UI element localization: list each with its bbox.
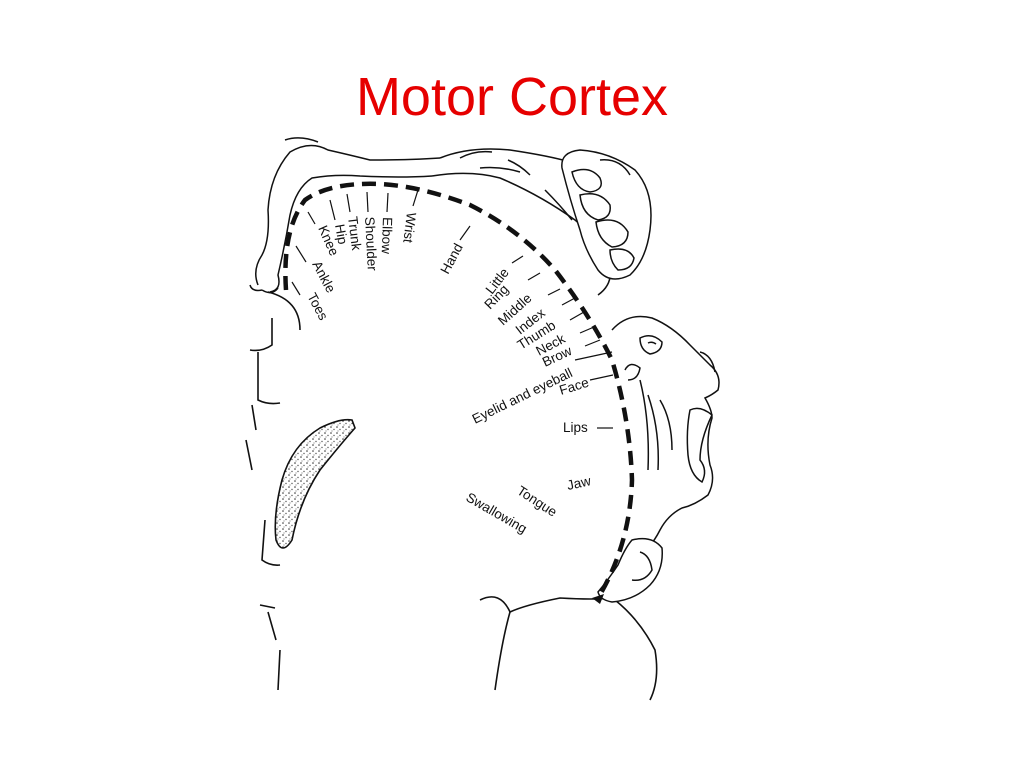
label-wrist: Wrist xyxy=(400,212,419,244)
brain-outline xyxy=(245,291,658,701)
label-tongue: Tongue xyxy=(514,483,559,520)
stippled-nucleus xyxy=(274,418,356,549)
strip-arrow xyxy=(592,594,604,604)
label-jaw: Jaw xyxy=(566,473,593,493)
label-hip: Hip xyxy=(332,223,350,246)
slide-title: Motor Cortex xyxy=(355,67,669,127)
label-eyelid: Eyelid and eyeball xyxy=(470,365,575,427)
homunculus-hand xyxy=(561,149,652,280)
label-lips: Lips xyxy=(563,420,588,435)
label-elbow: Elbow xyxy=(379,217,395,255)
leader-lines xyxy=(291,189,614,429)
homunculus-leg xyxy=(249,137,441,294)
homunculus-face xyxy=(611,315,720,549)
homunculus-tongue xyxy=(597,537,663,603)
label-hand: Hand xyxy=(437,241,465,277)
label-toes: Toes xyxy=(304,290,331,322)
label-shoulder: Shoulder xyxy=(362,216,380,271)
motor-strip-arc xyxy=(283,181,635,600)
label-trunk: Trunk xyxy=(345,216,364,252)
label-ankle: Ankle xyxy=(309,258,338,295)
